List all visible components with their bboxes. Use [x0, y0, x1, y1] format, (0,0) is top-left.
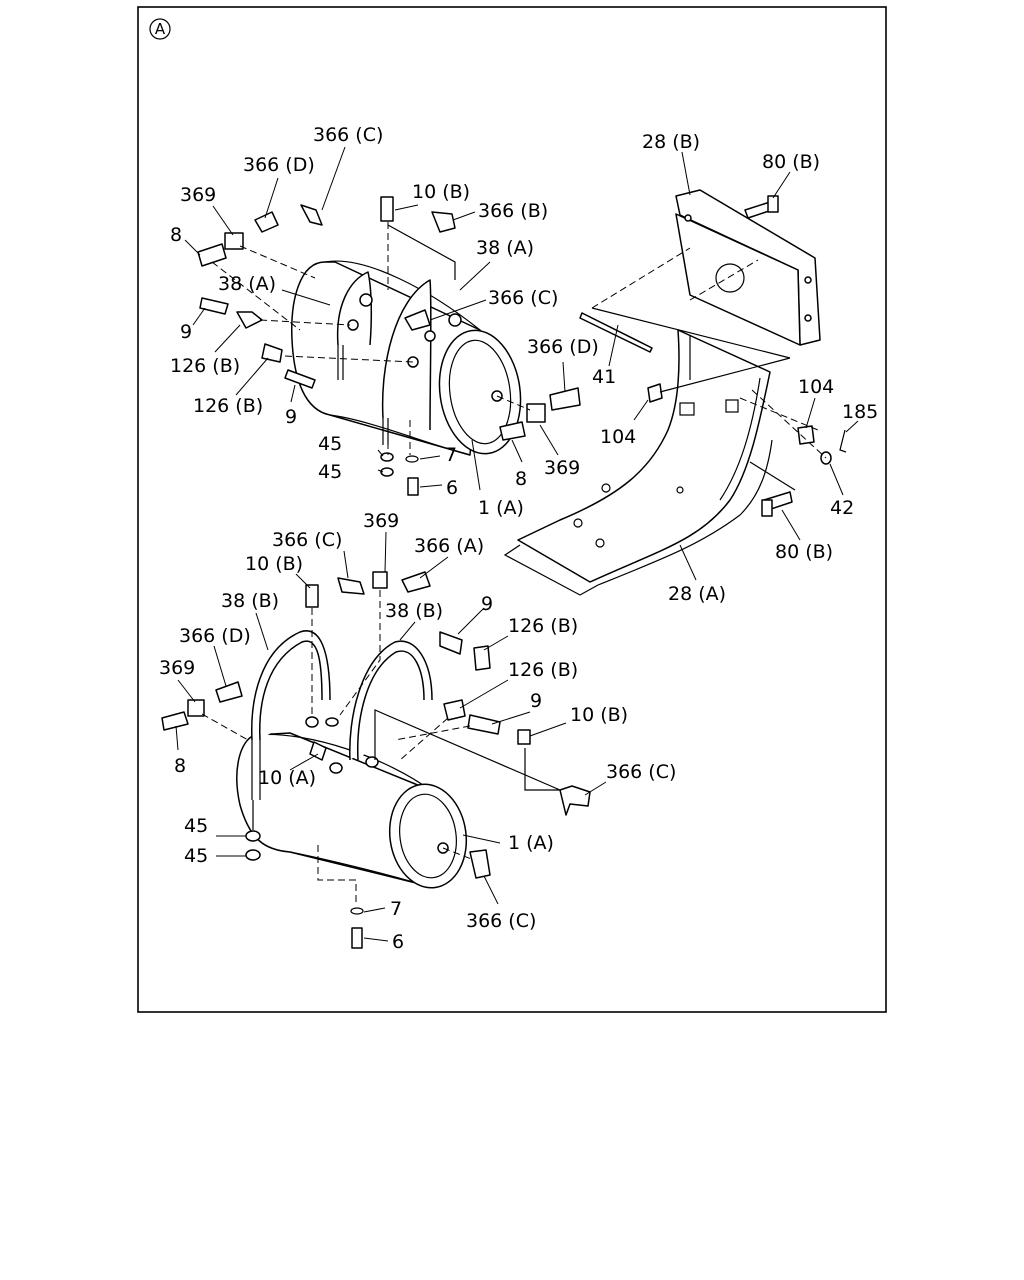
label-38b: 38 (B)	[221, 590, 279, 612]
label-8: 8	[515, 468, 527, 490]
label-9: 9	[180, 321, 192, 343]
leader-lines	[175, 146, 859, 942]
view-marker-letter: A	[155, 20, 166, 38]
label-42: 42	[830, 497, 854, 519]
label-45: 45	[318, 433, 342, 455]
label-28a: 28 (A)	[668, 583, 726, 605]
label-369: 369	[159, 657, 195, 679]
label-10b: 10 (B)	[245, 553, 303, 575]
label-10b: 10 (B)	[570, 704, 628, 726]
label-126b: 126 (B)	[508, 659, 578, 681]
label-38a: 38 (A)	[218, 273, 276, 295]
label-9: 9	[481, 593, 493, 615]
label-45: 45	[184, 815, 208, 837]
label-10b: 10 (B)	[412, 181, 470, 203]
label-366c: 366 (C)	[606, 761, 676, 783]
label-80b: 80 (B)	[775, 541, 833, 563]
label-80b: 80 (B)	[762, 151, 820, 173]
view-marker: A	[149, 18, 171, 40]
label-369: 369	[544, 457, 580, 479]
label-8: 8	[170, 224, 182, 246]
part-labels: 366 (C) 366 (D) 369 10 (B) 366 (B) 8 38 …	[159, 124, 878, 953]
label-38b: 38 (B)	[385, 600, 443, 622]
label-126b: 126 (B)	[508, 615, 578, 637]
label-185: 185	[842, 401, 878, 423]
label-369: 369	[180, 184, 216, 206]
label-366b: 366 (B)	[478, 200, 548, 222]
label-41: 41	[592, 366, 616, 388]
label-38a: 38 (A)	[476, 237, 534, 259]
label-366d: 366 (D)	[527, 336, 599, 358]
label-9: 9	[530, 690, 542, 712]
label-6: 6	[446, 477, 458, 499]
tank-bracket	[503, 189, 847, 596]
label-366c: 366 (C)	[272, 529, 342, 551]
label-1a: 1 (A)	[508, 832, 554, 854]
label-9: 9	[285, 406, 297, 428]
label-366d: 366 (D)	[179, 625, 251, 647]
upper-air-tank	[197, 196, 581, 496]
label-7: 7	[390, 898, 402, 920]
label-366c: 366 (C)	[488, 287, 558, 309]
label-8: 8	[174, 755, 186, 777]
label-126b: 126 (B)	[170, 355, 240, 377]
label-369: 369	[363, 510, 399, 532]
label-45: 45	[318, 461, 342, 483]
label-366c: 366 (C)	[313, 124, 383, 146]
label-10a: 10 (A)	[258, 767, 316, 789]
label-1a: 1 (A)	[478, 497, 524, 519]
label-28b: 28 (B)	[642, 131, 700, 153]
label-366a: 366 (A)	[414, 535, 484, 557]
label-104: 104	[600, 426, 636, 448]
label-126b: 126 (B)	[193, 395, 263, 417]
label-6: 6	[392, 931, 404, 953]
label-45: 45	[184, 845, 208, 867]
lower-air-tank	[161, 571, 591, 949]
diagram-frame	[137, 6, 887, 1013]
label-366d: 366 (D)	[243, 154, 315, 176]
label-104: 104	[798, 376, 834, 398]
label-366c: 366 (C)	[466, 910, 536, 932]
label-7: 7	[445, 444, 457, 466]
